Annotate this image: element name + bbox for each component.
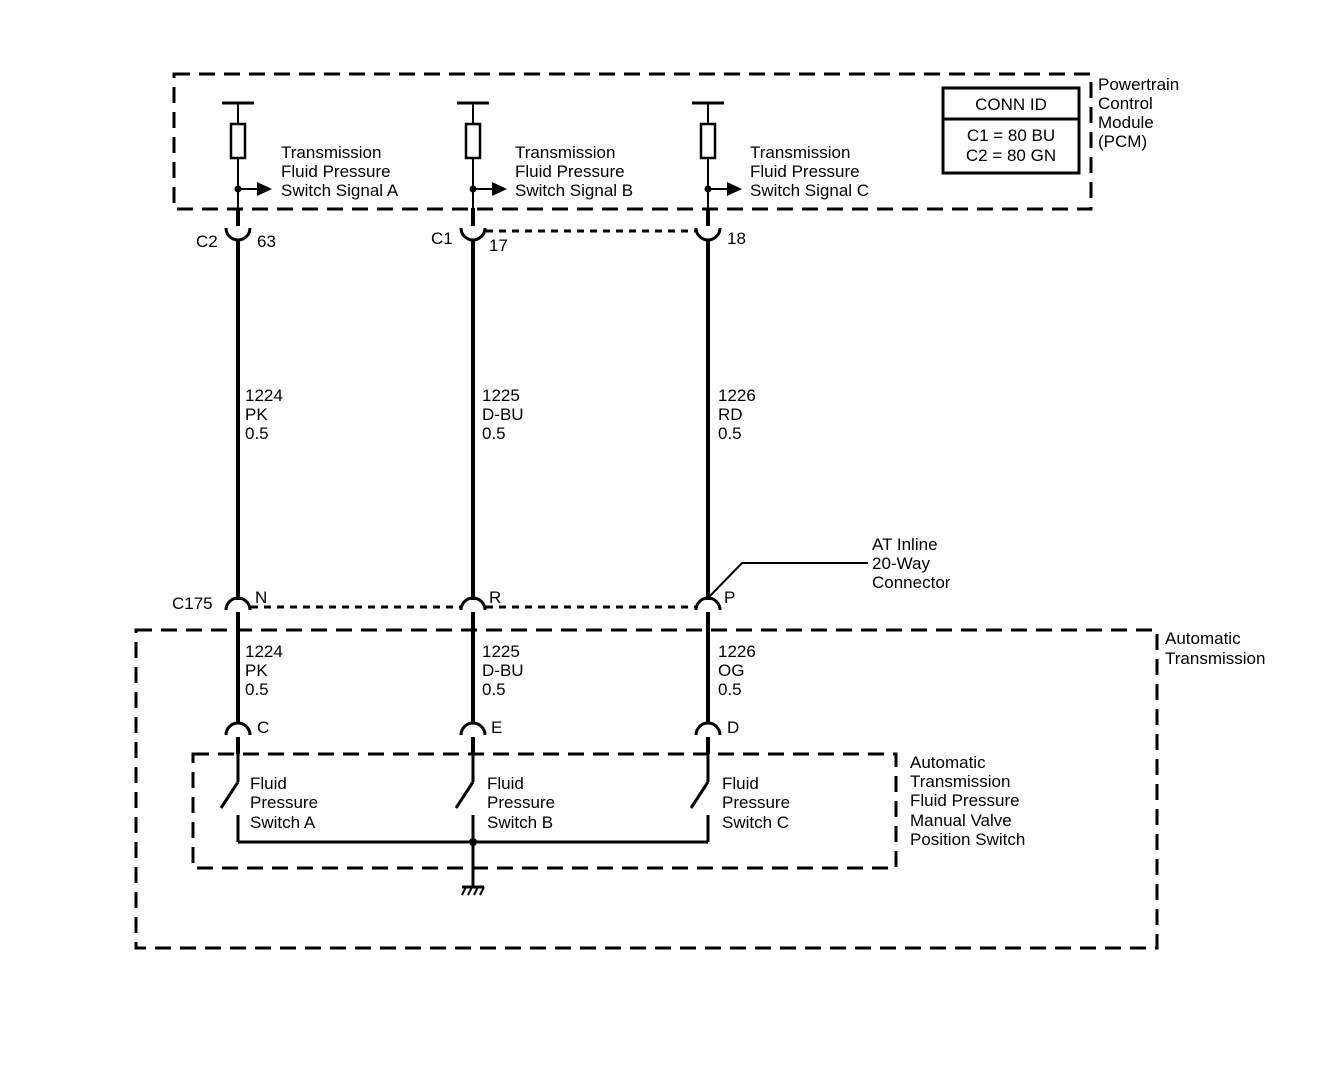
pcm-label-line: Powertrain xyxy=(1098,75,1179,94)
switch-label-line: Fluid xyxy=(487,774,524,793)
signal-arrow-icon xyxy=(727,182,742,196)
wire-gauge: 0.5 xyxy=(245,680,269,699)
wire-color: PK xyxy=(245,405,268,424)
switch-contact-icon xyxy=(689,781,710,809)
pull-up-resistor xyxy=(464,122,482,160)
conn-id-line: C1 = 80 BU xyxy=(967,126,1055,145)
signal-arrow-icon xyxy=(257,182,272,196)
pcm-pin-number: 18 xyxy=(727,229,746,248)
conn-id-box: CONN ID C1 = 80 BU C2 = 80 GN xyxy=(941,86,1081,175)
switch-assembly-label-line: Position Switch xyxy=(910,830,1025,849)
wire-circuit-number: 1224 xyxy=(245,642,283,661)
pcm-connector-pin xyxy=(459,227,487,242)
wire-circuit-number: 1225 xyxy=(482,386,520,405)
inline-connector-label-line: 20-Way xyxy=(872,554,930,573)
signal-label-line: Switch Signal C xyxy=(750,181,869,200)
switch-label-line: Pressure xyxy=(250,793,318,812)
wire-gauge: 0.5 xyxy=(482,424,506,443)
pcm-connector-pin xyxy=(224,227,252,242)
pcm-label-line: Control xyxy=(1098,94,1153,113)
wire-color: PK xyxy=(245,661,268,680)
switch-label-line: Pressure xyxy=(487,793,555,812)
switch-label-line: Switch A xyxy=(250,813,316,832)
wire-color: OG xyxy=(718,661,744,680)
pull-up-resistor xyxy=(229,122,247,160)
circuit-b: Transmission Fluid Pressure Switch Signa… xyxy=(431,101,633,842)
conn-id-line: C2 = 80 GN xyxy=(966,146,1056,165)
switch-assembly-boundary xyxy=(191,752,898,870)
inline-connector-pin xyxy=(224,596,252,611)
pcm-connector-id: C2 xyxy=(196,232,218,251)
transmission-label-line: Automatic xyxy=(1165,629,1241,648)
wire-color: RD xyxy=(718,405,743,424)
switch-assembly-label-line: Fluid Pressure xyxy=(910,791,1020,810)
wire-circuit-number: 1224 xyxy=(245,386,283,405)
inline-connector-label-line: Connector xyxy=(872,573,951,592)
switch-assembly-label-line: Manual Valve xyxy=(910,811,1012,830)
pcm-label-line: (PCM) xyxy=(1098,132,1147,151)
pcm-connector-id: C1 xyxy=(431,229,453,248)
pcm-label-line: Module xyxy=(1098,113,1154,132)
inline-pin-letter: P xyxy=(724,588,735,607)
pcm-pin-number: 17 xyxy=(489,236,508,255)
signal-label-line: Switch Signal A xyxy=(281,181,399,200)
inline-connector-leader xyxy=(707,562,868,599)
switch-label-line: Pressure xyxy=(722,793,790,812)
signal-label-line: Transmission xyxy=(750,143,850,162)
wire-color: D-BU xyxy=(482,661,524,680)
pcm-pin-number: 63 xyxy=(257,232,276,251)
signal-label-line: Fluid Pressure xyxy=(281,162,391,181)
pcm-label: Powertrain Control Module (PCM) xyxy=(1098,75,1179,151)
wire-circuit-number: 1225 xyxy=(482,642,520,661)
signal-arrow-icon xyxy=(492,182,507,196)
pcm-connector-pin xyxy=(694,227,722,242)
switch-connector-pin xyxy=(694,721,722,736)
wire-circuit-number: 1226 xyxy=(718,386,756,405)
pcm-boundary xyxy=(172,72,1093,211)
wire-gauge: 0.5 xyxy=(482,680,506,699)
wire-gauge: 0.5 xyxy=(245,424,269,443)
switch-connector-pin xyxy=(459,721,487,736)
circuit-c: Transmission Fluid Pressure Switch Signa… xyxy=(689,101,869,842)
inline-connector-pin xyxy=(459,596,487,611)
wire-color: D-BU xyxy=(482,405,524,424)
wire-circuit-number: 1226 xyxy=(718,642,756,661)
wire-gauge: 0.5 xyxy=(718,424,742,443)
signal-label-line: Fluid Pressure xyxy=(515,162,625,181)
switch-contact-icon xyxy=(454,781,475,809)
transmission-label-line: Transmission xyxy=(1165,649,1265,668)
signal-label-line: Fluid Pressure xyxy=(750,162,860,181)
conn-id-title: CONN ID xyxy=(975,95,1047,114)
switch-pin-letter: D xyxy=(727,718,739,737)
signal-label-line: Transmission xyxy=(515,143,615,162)
wire-gauge: 0.5 xyxy=(718,680,742,699)
inline-pin-letter: R xyxy=(489,588,501,607)
switch-connector-pin xyxy=(224,721,252,736)
switch-pin-letter: C xyxy=(257,718,269,737)
switch-assembly-label-line: Transmission xyxy=(910,772,1010,791)
pull-up-resistor xyxy=(699,122,717,160)
switch-label-line: Switch B xyxy=(487,813,553,832)
inline-pin-letter: N xyxy=(255,588,267,607)
signal-label-line: Switch Signal B xyxy=(515,181,633,200)
inline-connector-id: C175 xyxy=(172,594,213,613)
circuit-a: Transmission Fluid Pressure Switch Signa… xyxy=(196,101,399,842)
switch-label-line: Fluid xyxy=(250,774,287,793)
signal-label-line: Transmission xyxy=(281,143,381,162)
switch-pin-letter: E xyxy=(491,718,502,737)
switch-contact-icon xyxy=(219,781,240,809)
switch-label-line: Fluid xyxy=(722,774,759,793)
transmission-boundary xyxy=(134,628,1159,950)
switch-assembly-label-line: Automatic xyxy=(910,753,986,772)
inline-connector-label-line: AT Inline xyxy=(872,535,938,554)
ground-icon xyxy=(461,885,485,896)
switch-label-line: Switch C xyxy=(722,813,789,832)
